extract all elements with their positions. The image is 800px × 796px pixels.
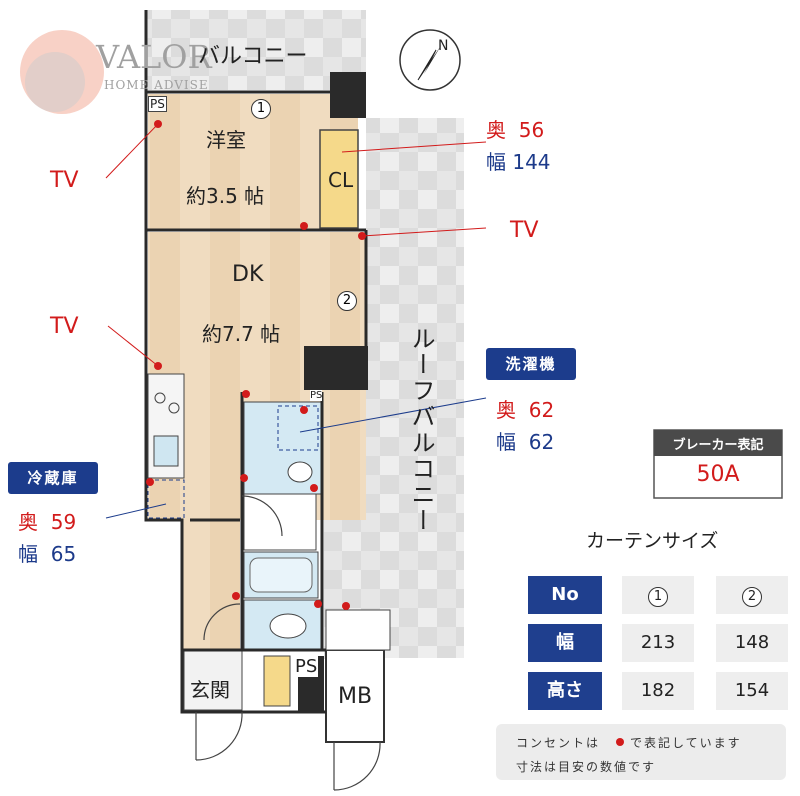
balcony-label: バルコニー [198, 44, 308, 69]
entrance-label: 玄関 [190, 678, 230, 702]
logo-tagline: HOME ADVISE [104, 78, 209, 92]
breaker-title: ブレーカー表記 [672, 438, 764, 453]
curtain-width-2: 148 [716, 624, 788, 662]
curtain-width-1: 213 [622, 624, 694, 662]
logo-brand: VALOR [96, 38, 212, 76]
ps-mid-label: PS [310, 390, 323, 401]
curtain-header-no: No [528, 576, 602, 614]
note-box [496, 724, 786, 780]
closet-width: 幅 144 [486, 150, 551, 174]
washer-tag: 洗濯機 [486, 348, 576, 380]
western-room-size: 約3.5 帖 [186, 184, 265, 208]
fridge-tag: 冷蔵庫 [8, 462, 98, 494]
note-line-1a: コンセントは [516, 736, 601, 750]
note-line-1b: で表記しています [630, 736, 742, 750]
curtain-header-1: 1 [622, 576, 694, 614]
logo-mark [20, 30, 104, 114]
washer-width: 幅 62 [496, 430, 555, 454]
outlets [146, 120, 366, 610]
doors [195, 495, 381, 791]
fridge-space [147, 479, 185, 519]
wash-area [243, 401, 323, 495]
roof-balcony-area [366, 118, 464, 658]
fridge-width: 幅 65 [18, 542, 77, 566]
window-marker-2: 2 [337, 289, 357, 311]
fridge-depth: 奥 59 [18, 510, 77, 534]
curtain-title: カーテンサイズ [586, 530, 719, 552]
ps-bottom-label: PS [294, 656, 319, 677]
svg-text:N: N [438, 38, 448, 54]
curtain-row-width-label: 幅 [528, 624, 602, 662]
tv-label-1: TV [50, 168, 79, 193]
balcony-area [146, 10, 366, 90]
mb-label: MB [338, 684, 373, 709]
breaker-value: 50A [696, 462, 740, 487]
curtain-height-1: 182 [622, 672, 694, 710]
roof-balcony-label: ルーフバルコニー [407, 326, 435, 534]
washer-depth: 奥 62 [496, 398, 555, 422]
compass: N [399, 29, 461, 91]
closet-depth: 奥 56 [486, 118, 545, 142]
note-line-2: 寸法は目安の数値です [516, 760, 657, 774]
curtain-height-2: 154 [716, 672, 788, 710]
closet-label: CL [328, 168, 354, 192]
tv-label-2: TV [510, 218, 539, 243]
dk-label: DK [232, 262, 264, 287]
ps-top-label: PS [148, 96, 167, 112]
leader-lines [105, 123, 487, 519]
western-room-label: 洋室 [206, 128, 246, 152]
dk-size: 約7.7 帖 [202, 322, 281, 346]
curtain-row-height-label: 高さ [528, 672, 602, 710]
tv-label-3: TV [50, 314, 79, 339]
curtain-header-2: 2 [716, 576, 788, 614]
window-marker-1: 1 [251, 97, 271, 119]
walls [144, 10, 368, 714]
closet-area [319, 129, 359, 229]
